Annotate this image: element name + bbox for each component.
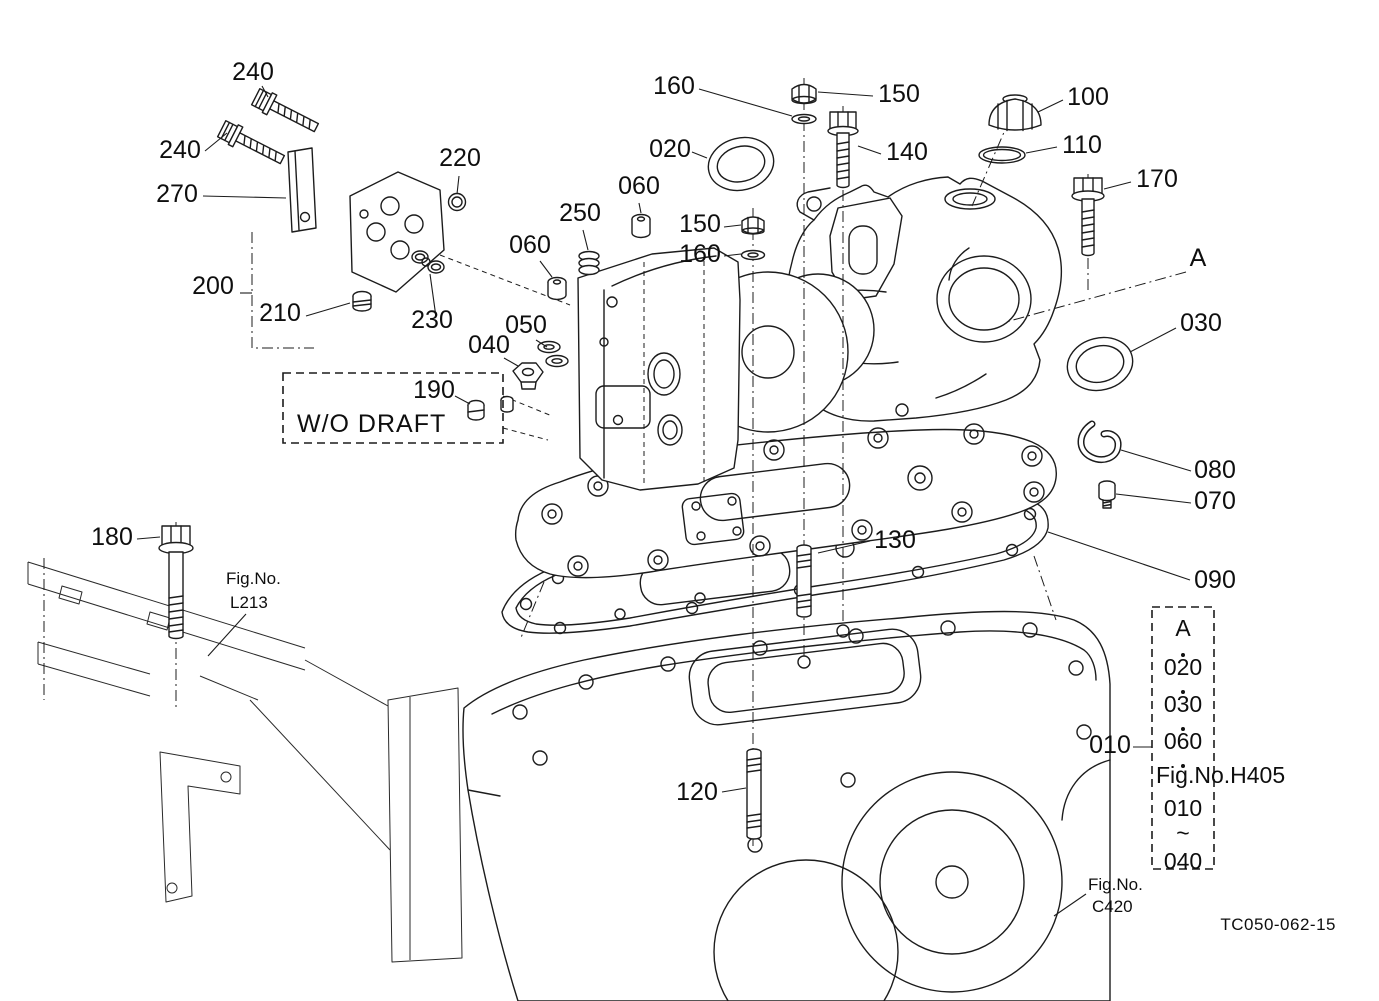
callout-250-label: 250	[559, 199, 601, 227]
callout-180-label: 180	[91, 523, 133, 551]
part-plug-210	[352, 290, 372, 312]
part-hook-pipe-080	[1077, 420, 1122, 463]
fig-l213-line2: L213	[230, 593, 268, 612]
ref-list-header: A	[1175, 615, 1191, 641]
part-bolt-140	[827, 111, 859, 189]
part-bushing-030	[1066, 336, 1134, 392]
lift-bracket	[829, 197, 903, 301]
list-dot	[1181, 653, 1185, 657]
part-plate-270	[287, 147, 317, 233]
callout-240a-label: 240	[232, 58, 274, 86]
ref-list-item: 030	[1164, 691, 1202, 717]
section-a-line	[1005, 271, 1187, 323]
callout-150b-label: 150	[679, 210, 721, 238]
cylinder-bore	[936, 255, 1032, 343]
callout-100-label: 100	[1067, 83, 1109, 111]
part-oring-220	[447, 192, 467, 212]
part-stud-120	[746, 748, 762, 840]
wo-draft-label: W/O DRAFT	[297, 410, 446, 438]
reference-list: A 020 030 060 Fig.No.H405 010 ~ 040	[1151, 606, 1285, 874]
fig-l213-line1: Fig.No.	[226, 569, 281, 588]
part-plug-060a	[631, 213, 651, 239]
wo-draft-note: W/O DRAFT	[282, 372, 504, 444]
callout-120-label: 120	[676, 778, 718, 806]
callout-220-label: 220	[439, 144, 481, 172]
part-stud-130	[796, 544, 812, 618]
callout-010-label: 010	[1089, 731, 1131, 759]
part-washers-050	[537, 340, 569, 368]
wo-draft-box	[282, 372, 504, 444]
frame-assembly	[27, 558, 463, 963]
fig-ref-c420: Fig.No. C420	[1088, 875, 1143, 916]
fig-c420-line2: C420	[1092, 897, 1133, 916]
callout-230-label: 230	[411, 306, 453, 334]
ref-list-range-end: 040	[1164, 848, 1202, 874]
drawing-code: TC050-062-15	[1220, 915, 1336, 934]
callout-140-label: 140	[886, 138, 928, 166]
callout-270-label: 270	[156, 180, 198, 208]
transmission-case	[462, 610, 1111, 1001]
leader-lines	[136, 85, 1192, 917]
small-parts	[158, 83, 1134, 840]
fig-ref-l213: Fig.No. L213	[226, 569, 281, 612]
reference-list-box	[1151, 606, 1215, 870]
part-plug-060b	[547, 276, 567, 301]
callout-210-label: 210	[259, 299, 301, 327]
fig-c420-line1: Fig.No.	[1088, 875, 1143, 894]
ref-list-fig-h405: Fig.No.H405	[1156, 762, 1285, 788]
callout-150a-label: 150	[878, 80, 920, 108]
part-bolt-240a	[250, 88, 320, 133]
list-dot	[1181, 727, 1185, 731]
part-orings-230	[411, 250, 445, 274]
callout-070-label: 070	[1194, 487, 1236, 515]
list-dot	[1181, 764, 1185, 768]
callout-030-label: 030	[1180, 309, 1222, 337]
ref-list-item: 020	[1164, 654, 1202, 680]
part-bolt-240b	[216, 120, 286, 165]
callout-labels: 240 240 270 220 200 210 230 060 250 060 …	[91, 58, 1236, 806]
callout-020-label: 020	[649, 135, 691, 163]
part-bushing-020	[707, 136, 775, 192]
callout-040-label: 040	[468, 331, 510, 359]
callout-160b-label: 160	[679, 240, 721, 268]
part-cap-100	[988, 94, 1042, 132]
callout-200-label: 200	[192, 272, 234, 300]
ref-list-item: 060	[1164, 728, 1202, 754]
part-nut-150b	[741, 216, 765, 235]
callout-060a-label: 060	[618, 172, 660, 200]
callout-060b-label: 060	[509, 231, 551, 259]
part-plug-040	[512, 362, 544, 390]
part-bolt-180	[158, 525, 194, 640]
part-spring-250	[578, 250, 600, 276]
callout-240b-label: 240	[159, 136, 201, 164]
callout-170-label: 170	[1136, 165, 1178, 193]
part-bolt-170	[1071, 177, 1105, 257]
callout-130-label: 130	[874, 526, 916, 554]
part-nut-150a	[791, 83, 817, 105]
callout-080-label: 080	[1194, 456, 1236, 484]
part-oring-110	[978, 146, 1026, 164]
filler-port	[944, 188, 996, 210]
section-a-marker: A	[1190, 244, 1207, 272]
ref-list-range-separator: ~	[1176, 820, 1189, 846]
callout-090-label: 090	[1194, 566, 1236, 594]
part-fittings-190	[467, 395, 514, 421]
callout-160a-label: 160	[653, 72, 695, 100]
cover-bolt-bosses	[541, 423, 1045, 577]
callout-050-label: 050	[505, 311, 547, 339]
callout-190-label: 190	[413, 376, 455, 404]
ref-list-range-start: 010	[1164, 795, 1202, 821]
part-washer-160b	[740, 249, 766, 261]
list-dot	[1181, 690, 1185, 694]
cylinder-body	[577, 247, 875, 491]
part-fitting-070	[1098, 480, 1116, 509]
part-flange-200	[349, 171, 445, 293]
part-washer-160a	[791, 113, 817, 125]
callout-110-label: 110	[1062, 131, 1102, 159]
